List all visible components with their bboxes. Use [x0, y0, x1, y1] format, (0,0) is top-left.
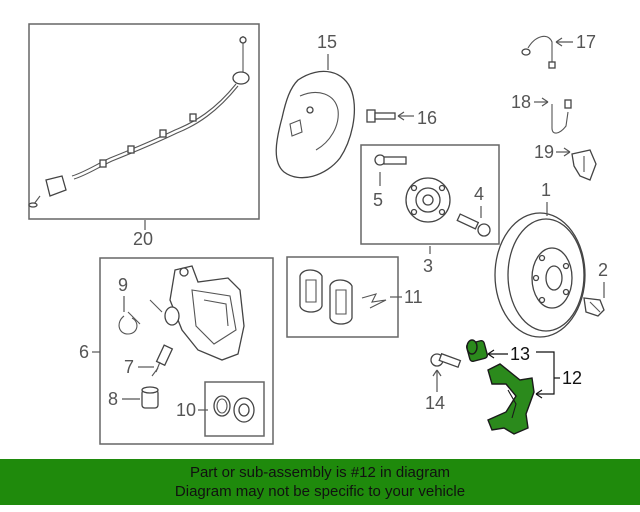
banner-line-1: Part or sub-assembly is #12 in diagram: [189, 464, 451, 481]
callout-15: 15: [317, 32, 337, 52]
part-15-splash-shield[interactable]: 15: [275, 32, 355, 179]
part-9-spring: [118, 311, 141, 335]
box-6: [99, 257, 274, 445]
part-19-speed-sensor[interactable]: 19: [534, 142, 597, 181]
part-4-axle-nut: [456, 213, 491, 237]
info-banner: Part or sub-assembly is #12 in diagram D…: [0, 459, 640, 505]
box-3: [360, 144, 500, 245]
callout-3: 3: [423, 256, 433, 276]
callout-18: 18: [511, 92, 531, 112]
callout-1: 1: [541, 180, 551, 200]
callout-5: 5: [373, 190, 383, 210]
part-17-wear-sensor[interactable]: 17: [521, 32, 596, 69]
abs-cable: [28, 36, 250, 208]
part-18-wear-sensor[interactable]: 18: [511, 92, 572, 134]
parts-diagram: 20 15 16 17 18 19: [28, 23, 608, 445]
part-2-screw[interactable]: 2: [583, 260, 608, 317]
box-10: [204, 381, 265, 437]
part-16-bolt[interactable]: 16: [366, 108, 437, 128]
part-14-bolt[interactable]: 14: [425, 352, 462, 413]
callout-2: 2: [598, 260, 608, 280]
callout-6: 6: [79, 342, 89, 362]
caliper-body: [149, 265, 245, 361]
callout-12: 12: [562, 368, 582, 388]
part-group-20[interactable]: 20: [28, 23, 260, 249]
box-20: [28, 23, 260, 220]
callout-7: 7: [124, 357, 134, 377]
part-12-caliper-bracket[interactable]: 12: [487, 351, 582, 435]
hub-bearing: [405, 177, 451, 223]
callout-19: 19: [534, 142, 554, 162]
callout-11: 11: [404, 287, 423, 307]
callout-17: 17: [576, 32, 596, 52]
part-7-bleeder: [155, 344, 174, 373]
callout-13: 13: [510, 344, 530, 364]
callout-16: 16: [417, 108, 437, 128]
callout-20: 20: [133, 229, 153, 249]
part-8-boot: [141, 367, 159, 409]
callout-4: 4: [474, 184, 484, 204]
part-5-hub-bolt: [374, 154, 407, 166]
callout-14: 14: [425, 393, 445, 413]
part-10-seal-kit: [213, 395, 255, 423]
banner-line-2: Diagram may not be specific to your vehi…: [174, 483, 466, 500]
part-group-11-pads[interactable]: 11: [286, 256, 423, 338]
part-13-guide-bushing[interactable]: 13: [465, 339, 530, 364]
part-group-3-hub[interactable]: 5 4 3: [360, 144, 500, 276]
callout-8: 8: [108, 389, 118, 409]
callout-9: 9: [118, 275, 128, 295]
callout-10: 10: [176, 400, 196, 420]
part-group-6-caliper[interactable]: 9 7 8 10 6: [79, 257, 274, 445]
part-1-rotor[interactable]: 1: [494, 180, 586, 338]
